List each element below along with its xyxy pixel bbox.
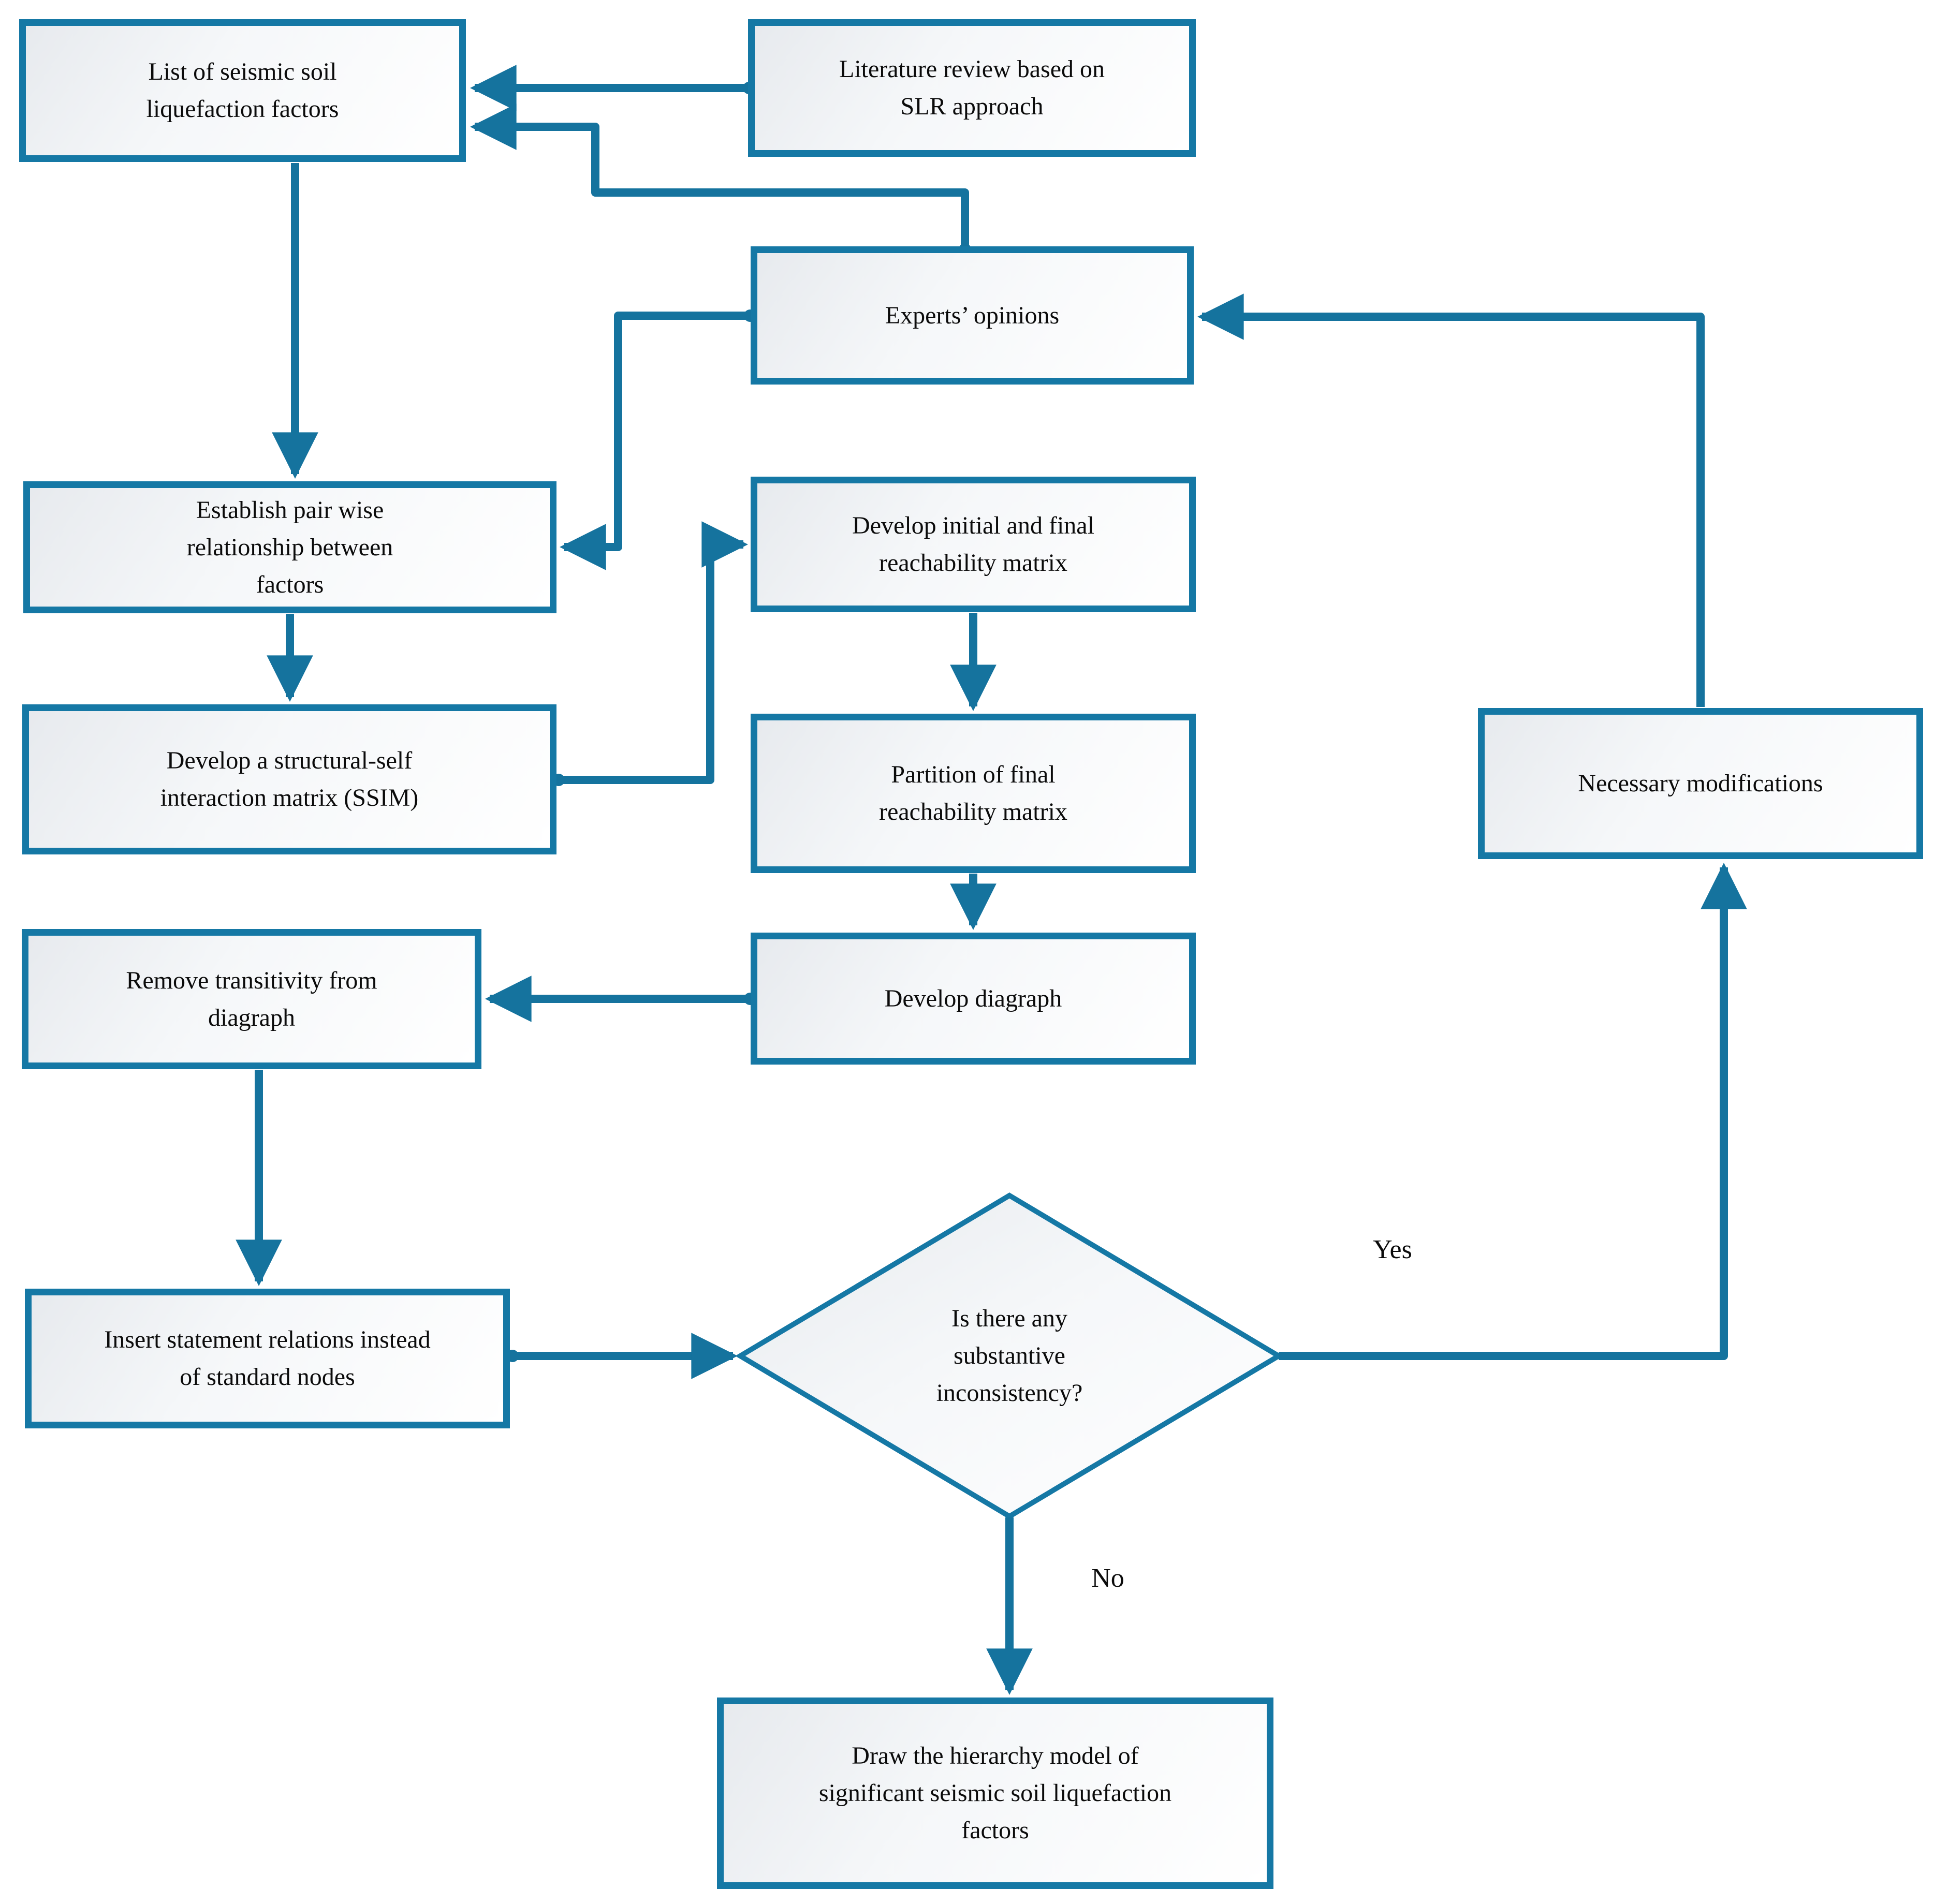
node-ssim-label: Develop a structural-self interaction ma… <box>160 747 419 811</box>
edge-experts-to-establish <box>560 312 749 570</box>
node-insert-statement: Insert statement relations instead of st… <box>25 1289 510 1428</box>
node-partition-matrix-label: Partition of final reachability matrix <box>879 761 1067 825</box>
edge-experts-to-list <box>470 104 969 248</box>
node-experts-opinions: Experts’ opinions <box>751 246 1194 385</box>
node-list-factors-label: List of seismic soil liquefaction factor… <box>146 58 339 123</box>
edge-ssim-to-reachability <box>558 521 748 784</box>
node-decision-inconsistency-label: Is there any substantive inconsistency? <box>936 1305 1083 1407</box>
node-partition-matrix: Partition of final reachability matrix <box>751 714 1196 873</box>
node-remove-transitivity-label: Remove transitivity from diagraph <box>126 966 377 1031</box>
node-develop-diagraph: Develop diagraph <box>751 933 1196 1065</box>
node-remove-transitivity: Remove transitivity from diagraph <box>22 929 481 1069</box>
node-draw-hierarchy-model: Draw the hierarchy model of significant … <box>717 1698 1273 1889</box>
node-establish-pairwise: Establish pair wise relationship between… <box>23 481 556 613</box>
node-develop-diagraph-label: Develop diagraph <box>884 984 1062 1012</box>
edge-decision-yes-to-necessary <box>1279 863 1747 1360</box>
node-necessary-modifications-label: Necessary modifications <box>1578 770 1823 797</box>
node-literature-review-label: Literature review based on SLR approach <box>839 55 1105 120</box>
node-establish-pairwise-label: Establish pair wise relationship between… <box>186 496 393 598</box>
node-list-factors: List of seismic soil liquefaction factor… <box>19 19 466 162</box>
node-reachability-matrix: Develop initial and final reachability m… <box>751 477 1196 612</box>
node-ssim: Develop a structural-self interaction ma… <box>22 704 556 854</box>
node-reachability-matrix-label: Develop initial and final reachability m… <box>852 512 1094 577</box>
node-insert-statement-label: Insert statement relations instead of st… <box>104 1326 431 1391</box>
edge-label-no: No <box>1091 1563 1124 1593</box>
edge-necessary-to-experts <box>1197 293 1705 707</box>
node-necessary-modifications: Necessary modifications <box>1478 708 1923 859</box>
edge-label-yes: Yes <box>1373 1235 1412 1264</box>
decision-diamond-shape <box>735 1192 1284 1519</box>
node-draw-hierarchy-model-label: Draw the hierarchy model of significant … <box>818 1742 1172 1844</box>
node-experts-opinions-label: Experts’ opinions <box>885 301 1060 329</box>
node-decision-inconsistency: Is there any substantive inconsistency? <box>740 1195 1279 1516</box>
node-literature-review: Literature review based on SLR approach <box>748 19 1196 157</box>
